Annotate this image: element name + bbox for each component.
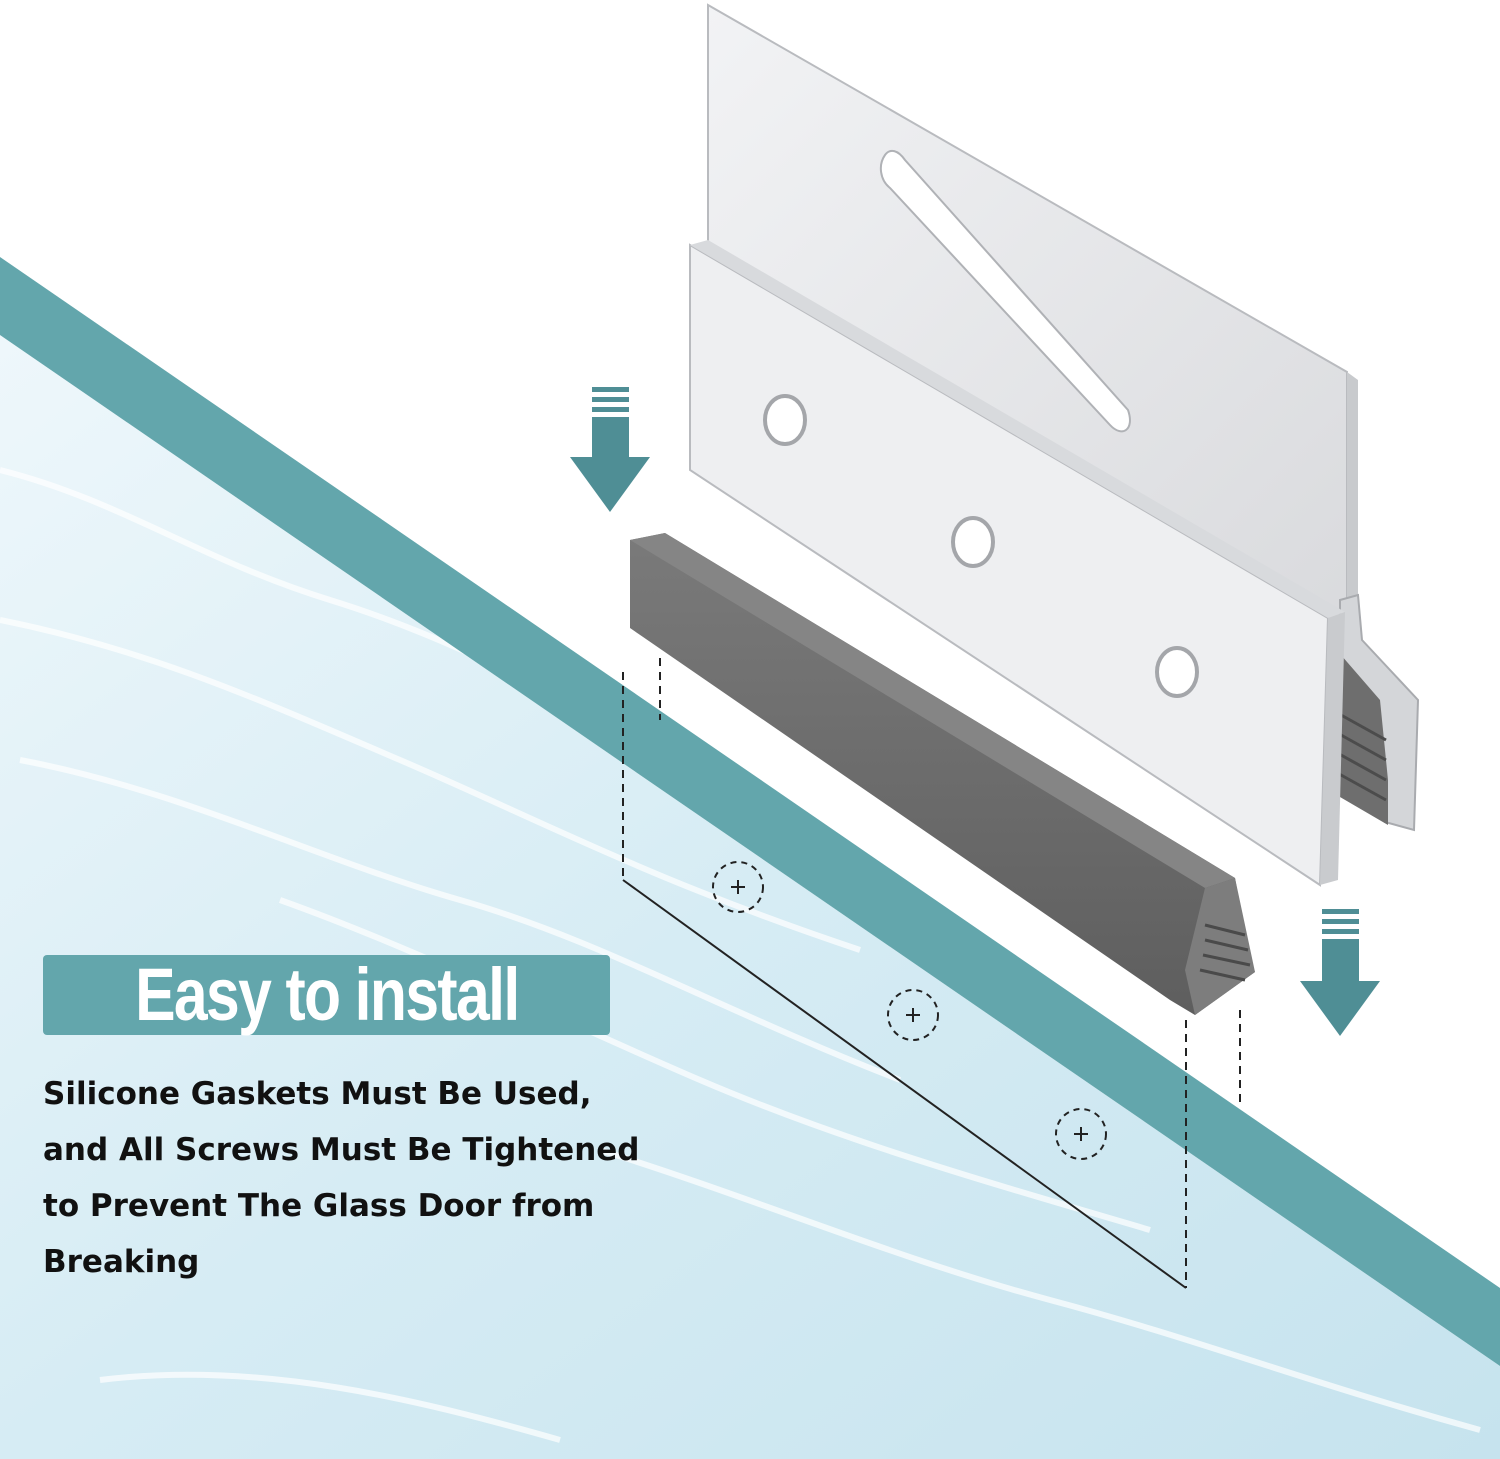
headline-text: Easy to install [134,953,520,1036]
installation-note-line: Breaking [43,1244,200,1280]
alignment-guides [622,658,1241,1288]
installation-note-line: and All Screws Must Be Tightened [43,1132,640,1168]
down-arrow-icon [1300,909,1380,1036]
screw-hole-marker-icon [887,989,939,1041]
bracket-side-edge [1347,372,1358,640]
gasket-strip-end [1185,878,1255,1015]
bracket-front-top-edge [690,240,1345,618]
installation-note: Silicone Gaskets Must Be Used, and All S… [43,1066,703,1290]
gasket-strip-body [630,533,1255,1015]
installation-note-line: to Prevent The Glass Door from [43,1188,595,1224]
screw-hole [951,516,995,568]
headline-banner: Easy to install [43,955,610,1035]
gasket-strip-end-ridges [1199,923,1251,982]
screw-hole [763,394,807,446]
screw-hole [1155,646,1199,698]
screw-hole-marker-icon [712,861,764,913]
teal-diagonal-band [0,257,1500,1366]
screw-hole-marker-icon [1055,1108,1107,1160]
bracket-front-right-edge [1320,612,1345,885]
down-arrow-icon [570,387,650,512]
gasket-strip-top [630,533,1235,888]
bracket-slot [879,149,1131,433]
installation-note-line: Silicone Gaskets Must Be Used, [43,1076,592,1112]
alignment-baseline [622,879,1187,1289]
